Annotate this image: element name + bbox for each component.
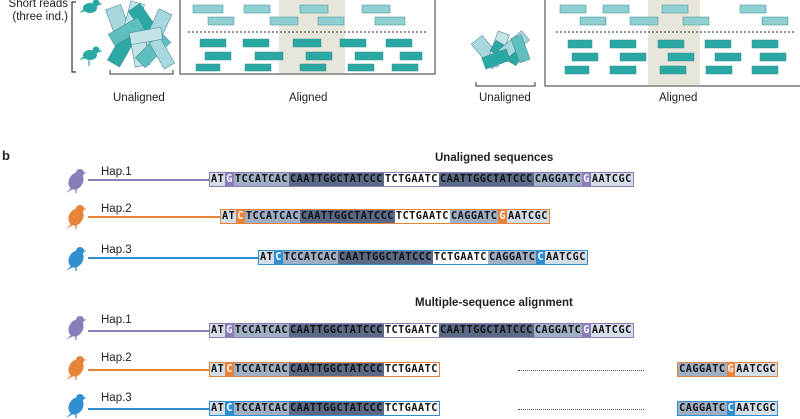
sequence-segment: AATCGC (545, 251, 587, 264)
bird-icon-blue-msa (66, 394, 87, 418)
sequence-segment: CAGGATC (533, 173, 583, 186)
hap2-gap (518, 370, 644, 371)
variant-base: G (582, 324, 591, 337)
bird-icon-teal-top (79, 0, 103, 13)
variant-base: C (225, 402, 234, 415)
sequence-segment: CAATTGGCTATCCC (338, 251, 433, 264)
variant-base: C (536, 251, 546, 264)
left-aligned-label: Aligned (289, 92, 328, 104)
sequence-segment: AATCGC (735, 363, 777, 376)
sequence-segment: CAGGATC (678, 363, 727, 376)
hap1-line (88, 179, 209, 181)
sequence-segment: TCCATCAC (233, 363, 289, 376)
sequence-segment: TCCATCAC (233, 402, 289, 415)
variant-base: G (225, 173, 234, 186)
sequence-segment: AT (221, 210, 237, 223)
hap3-label: Hap.3 (101, 244, 132, 256)
hap3-gap (518, 409, 644, 410)
unaligned-reads-pile-left (105, 0, 176, 70)
sequence-segment: CAGGATC (678, 402, 727, 415)
right-unaligned-label: Unaligned (479, 92, 531, 104)
sequence-segment: TCTGAATC (432, 251, 488, 264)
panel-b-label: b (2, 148, 10, 163)
sequence-segment: AT (210, 402, 226, 415)
hap2-line (88, 216, 220, 218)
hap2-label: Hap.2 (101, 203, 132, 215)
hap1-msa-label: Hap.1 (101, 314, 132, 326)
sequence-segment: CAATTGGCTATCCC (289, 324, 384, 337)
left-unaligned-label: Unaligned (113, 92, 165, 104)
sequence-segment: AT (259, 251, 275, 264)
bird-icon-orange-msa (66, 356, 87, 380)
sequence-segment: TCCATCAC (282, 251, 338, 264)
sequence-segment: TCTGAATC (383, 402, 439, 415)
sequence-segment: CAGGATC (449, 210, 499, 223)
hap3-msa-label: Hap.3 (101, 392, 132, 404)
sequence-segment: TCCATCAC (233, 324, 289, 337)
sequence-segment: CAGGATC (487, 251, 537, 264)
sequence-segment: AT (210, 363, 226, 376)
sequence-segment: AATCGC (590, 173, 633, 186)
sequence-segment: AT (210, 173, 226, 186)
variant-base: G (225, 324, 234, 337)
bird-icon-blue (66, 247, 87, 271)
sequence-segment: CAATTGGCTATCCC (300, 210, 395, 223)
short-reads-label: Short reads (three ind.) (8, 0, 68, 23)
sequence-segment: CAATTGGCTATCCC (289, 363, 384, 376)
hap2-msa-label: Hap.2 (101, 352, 132, 364)
variant-base: G (726, 363, 736, 376)
panel-a-graphics (71, 0, 800, 87)
sequence-segment: AATCGC (590, 324, 633, 337)
sequence-segment: CAATTGGCTATCCC (438, 324, 534, 337)
hap1-msa-line (88, 330, 209, 332)
sequence-segment: TCTGAATC (383, 324, 439, 337)
right-aligned-label: Aligned (659, 92, 698, 104)
bird-icon-orange (66, 205, 87, 229)
unaligned-reads-pile-right (470, 30, 531, 70)
bird-icon-purple (66, 169, 87, 193)
sequence-segment: AT (210, 324, 226, 337)
sequence-segment: CAGGATC (533, 324, 583, 337)
unaligned-sequences-title: Unaligned sequences (435, 152, 554, 164)
sequence-segment: TCTGAATC (394, 210, 450, 223)
variant-base: G (582, 173, 591, 186)
sequence-segment: TCTGAATC (383, 363, 439, 376)
aligned-reads-right (559, 4, 789, 75)
sequence-segment: TCCATCAC (233, 173, 289, 186)
msa-title: Multiple-sequence alignment (415, 297, 573, 309)
sequence-segment: CAATTGGCTATCCC (289, 402, 384, 415)
sequence-segment: AATCGC (507, 210, 549, 223)
sequence-segment: CAATTGGCTATCCC (289, 173, 384, 186)
aligned-reads-left (192, 4, 423, 72)
hap1-label: Hap.1 (101, 166, 132, 178)
variant-base: C (726, 402, 736, 415)
sequence-segment: AATCGC (735, 402, 777, 415)
bird-icon-purple-msa (66, 316, 87, 340)
sequence-segment: TCTGAATC (383, 173, 439, 186)
variant-base: C (236, 210, 245, 223)
bird-icon-teal-bottom (79, 46, 103, 66)
hap3-msa-line (88, 408, 209, 410)
variant-base: C (274, 251, 283, 264)
sequence-segment: TCCATCAC (244, 210, 300, 223)
hap3-line (88, 257, 258, 259)
variant-base: C (225, 363, 234, 376)
sequence-segment: CAATTGGCTATCCC (438, 173, 534, 186)
variant-base: G (498, 210, 508, 223)
hap2-msa-line (88, 369, 209, 371)
